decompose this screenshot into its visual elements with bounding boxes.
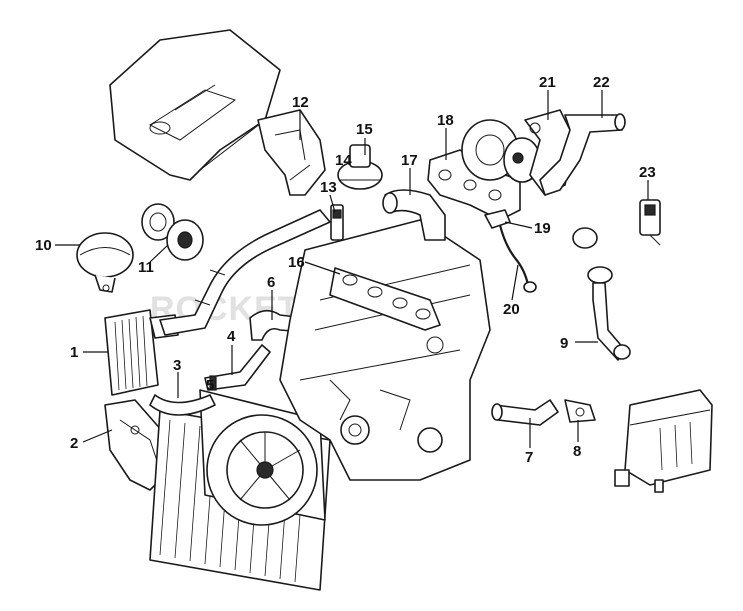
- callout-21: 21: [539, 74, 556, 91]
- pulley-part-11: [141, 203, 204, 261]
- callout-17: 17: [401, 152, 418, 169]
- callout-18: 18: [437, 112, 454, 129]
- callout-15: 15: [356, 121, 373, 138]
- elbow-part-17: [382, 189, 446, 241]
- callout-1: 1: [70, 344, 78, 361]
- callout-12: 12: [292, 94, 309, 111]
- hose-part-7: [491, 399, 559, 426]
- callout-14: 14: [335, 152, 352, 169]
- canister-part-10: [76, 232, 134, 293]
- callout-11: 11: [138, 259, 154, 276]
- pipe-part-22: [539, 113, 626, 196]
- engine-cover: [109, 29, 281, 181]
- callout-5: 5: [206, 377, 214, 394]
- connector-part-8: [564, 399, 596, 423]
- callout-10: 10: [35, 237, 52, 254]
- air-filter-box: [614, 389, 713, 493]
- callout-13: 13: [320, 179, 337, 196]
- leader-lines: [55, 90, 649, 448]
- gasket-part-16: [329, 267, 441, 331]
- callout-8: 8: [573, 443, 581, 460]
- callout-4: 4: [227, 328, 236, 345]
- callout-19: 19: [534, 220, 551, 237]
- callout-16: 16: [288, 254, 305, 271]
- callout-7: 7: [525, 449, 533, 466]
- callout-23: 23: [639, 164, 656, 181]
- callout-20: 20: [503, 301, 520, 318]
- callout-labels: 1 2 3 4 5 6 7 8 9 10 11 12 13 14 15 16 1…: [35, 74, 656, 466]
- turbocharger: [461, 119, 541, 183]
- callout-9: 9: [560, 335, 568, 352]
- hose-part-3: [149, 394, 216, 416]
- bracket-part-12: [257, 109, 326, 196]
- oil-line-part-19: [484, 209, 537, 293]
- sensor-part-13: [330, 204, 344, 241]
- sensor-part-23: [639, 199, 661, 246]
- intake-pipe: [159, 209, 331, 336]
- fan-assembly: [199, 389, 326, 526]
- egr-pipe-part-9: [572, 227, 631, 361]
- callout-2: 2: [70, 435, 78, 452]
- callout-6: 6: [267, 274, 275, 291]
- callout-3: 3: [173, 357, 181, 374]
- callout-22: 22: [593, 74, 610, 91]
- hose-part-4: [204, 344, 271, 391]
